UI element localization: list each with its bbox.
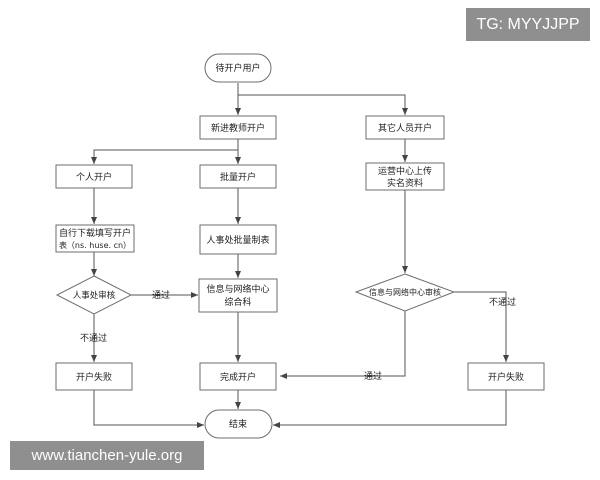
edge-failright-end xyxy=(273,390,507,428)
node-upload-realname: 运营中心上传 实名资料 xyxy=(365,162,445,191)
node-fail-left: 开户失败 xyxy=(55,362,133,391)
node-other-staff: 其它人员开户 xyxy=(365,115,445,140)
node-personal-label: 个人开户 xyxy=(76,171,112,183)
node-fail-right: 开户失败 xyxy=(467,362,545,391)
node-hr-review: 人事处审核 xyxy=(55,275,133,315)
node-batch: 批量开户 xyxy=(199,164,277,189)
node-fail-right-label: 开户失败 xyxy=(488,371,524,383)
node-other-staff-label: 其它人员开户 xyxy=(378,122,432,134)
node-info-review: 信息与网络中心审核 xyxy=(354,273,456,312)
node-personal: 个人开户 xyxy=(55,164,133,189)
edge-failleft-end xyxy=(93,390,204,428)
edge-newteacher-personal xyxy=(91,139,239,164)
node-fail-left-label: 开户失败 xyxy=(76,371,112,383)
node-start: 待开户用户 xyxy=(204,53,272,83)
node-download-form: 自行下载填写开户 表（ns. huse. cn） xyxy=(55,224,135,253)
node-download-line1: 自行下载填写开户 xyxy=(59,227,131,239)
node-info-center-line1: 信息与网络中心 xyxy=(206,283,269,295)
node-new-teacher-label: 新进教师开户 xyxy=(211,122,265,134)
node-hr-batch-label: 人事处批量制表 xyxy=(206,234,269,246)
edge-inforeview-fail xyxy=(454,291,509,362)
edge-label-pass-info: 通过 xyxy=(364,370,382,382)
node-upload-line2: 实名资料 xyxy=(387,177,423,189)
edge-start-other xyxy=(238,94,408,115)
node-complete: 完成开户 xyxy=(199,362,277,391)
node-batch-label: 批量开户 xyxy=(220,171,256,183)
node-info-center: 信息与网络中心 综合科 xyxy=(198,278,278,313)
node-info-review-label: 信息与网络中心审核 xyxy=(369,287,441,297)
node-info-center-line2: 综合科 xyxy=(224,296,251,308)
node-hr-review-label: 人事处审核 xyxy=(73,290,116,301)
node-upload-line1: 运营中心上传 xyxy=(378,165,432,177)
node-end: 结束 xyxy=(204,409,273,439)
edge-inforeview-complete xyxy=(280,311,406,379)
node-hr-batch: 人事处批量制表 xyxy=(199,224,277,255)
watermark-bottom: www.tianchen-yule.org xyxy=(10,441,204,470)
edge-label-fail-hr: 不通过 xyxy=(80,332,107,344)
node-new-teacher: 新进教师开户 xyxy=(199,115,277,140)
node-start-label: 待开户用户 xyxy=(215,62,260,74)
watermark-top: TG: MYYJJPP xyxy=(466,8,590,41)
node-complete-label: 完成开户 xyxy=(220,371,256,383)
connectors xyxy=(91,83,509,428)
node-end-label: 结束 xyxy=(229,418,247,430)
edge-label-fail-info: 不通过 xyxy=(489,296,516,308)
node-download-line2: 表（ns. huse. cn） xyxy=(59,240,131,250)
edge-label-pass-hr: 通过 xyxy=(152,289,170,301)
